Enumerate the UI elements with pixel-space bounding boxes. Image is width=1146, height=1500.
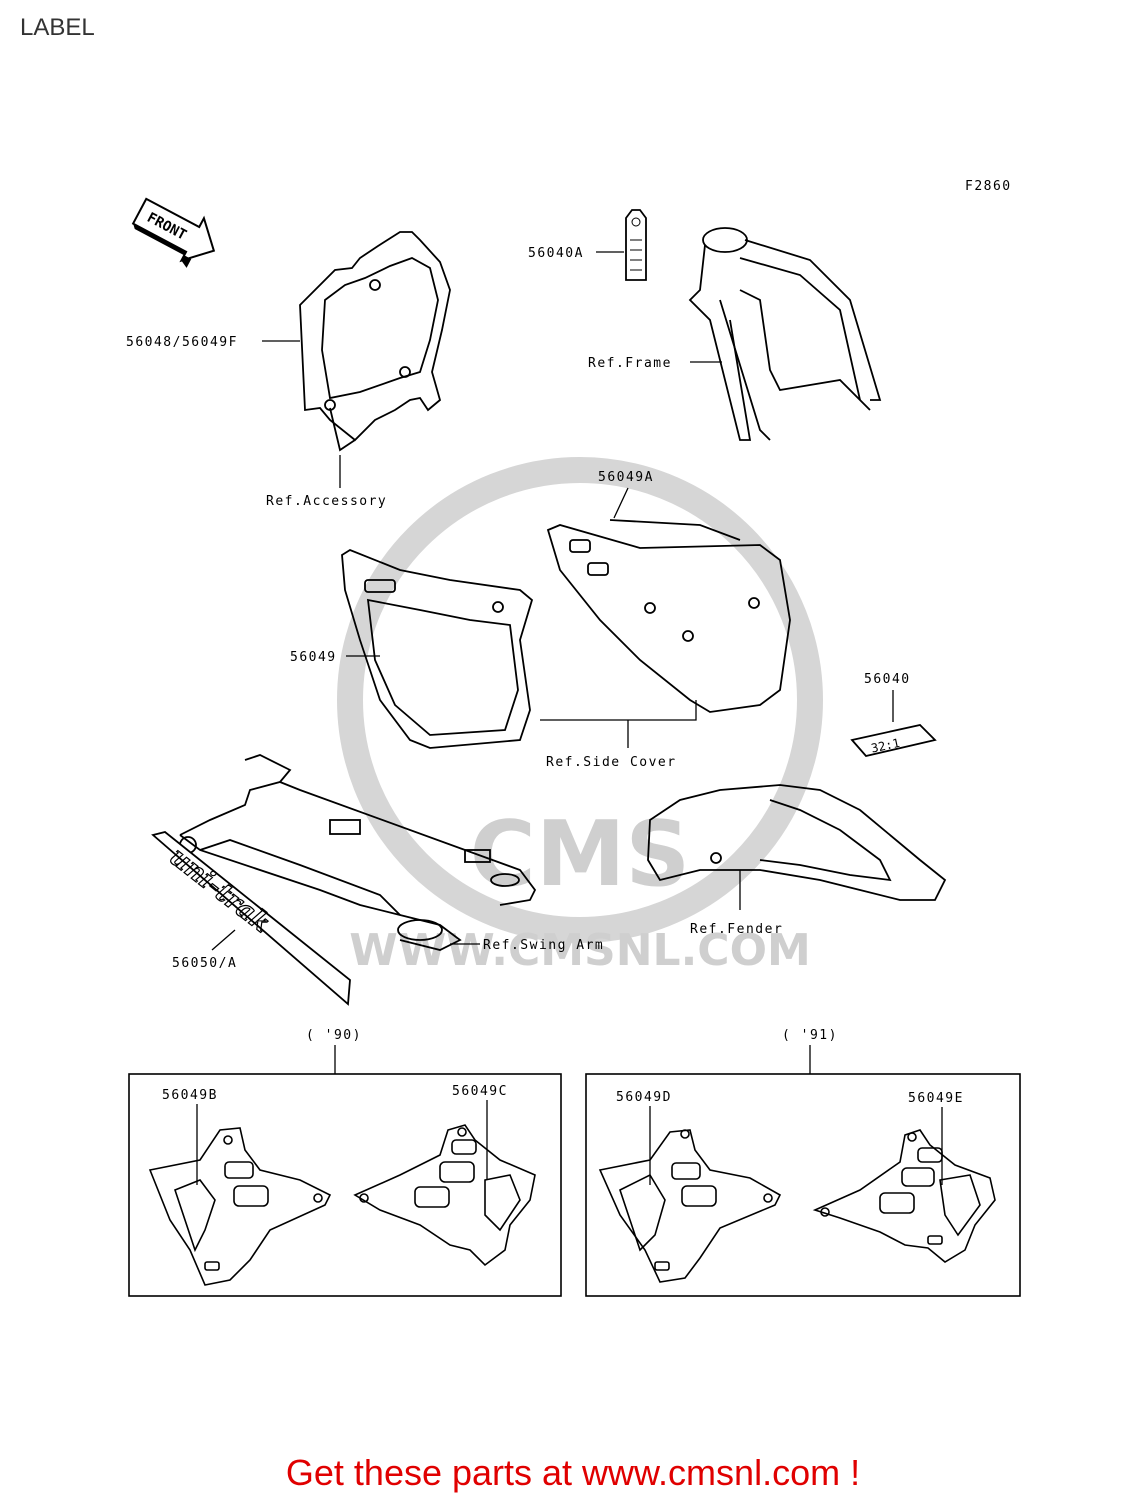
watermark-brand: CMS	[470, 802, 690, 907]
shroud-56049E	[812, 1129, 996, 1263]
callout-56050-A: 56050/A	[172, 956, 237, 971]
tag-sticker	[625, 209, 647, 281]
callout-56049B: 56049B	[162, 1088, 218, 1103]
callout-ref-side-cover: Ref.Side Cover	[546, 755, 677, 770]
fender	[647, 784, 947, 901]
number-plate	[299, 231, 451, 452]
year-label-90: ( '90)	[306, 1028, 362, 1043]
callout-ref-frame: Ref.Frame	[588, 356, 672, 371]
year-label-91: ( '91)	[782, 1028, 838, 1043]
variant-box-91	[585, 1073, 1021, 1297]
figure-code: F2860	[965, 179, 1012, 194]
swing-arm	[179, 754, 537, 951]
callout-56049A: 56049A	[598, 470, 654, 485]
variant-box-90	[128, 1073, 562, 1297]
callout-56048-56049F: 56048/56049F	[126, 335, 238, 350]
front-arrow: FRONT	[131, 197, 216, 268]
callout-ref-fender: Ref.Fender	[690, 922, 783, 937]
callout-56040A: 56040A	[528, 246, 584, 261]
callout-56049: 56049	[290, 650, 337, 665]
frame	[688, 227, 882, 441]
side-cover-right	[546, 519, 791, 713]
watermark: CMS WWW.CMSNL.COM	[337, 457, 823, 976]
callout-ref-accessory: Ref.Accessory	[266, 494, 387, 509]
callout-56049E: 56049E	[908, 1091, 964, 1106]
ratio-sticker-text: 32:1	[870, 736, 901, 756]
callout-56049C: 56049C	[452, 1084, 508, 1099]
shroud-56049B	[148, 1127, 332, 1286]
side-cover-left	[341, 548, 534, 749]
ratio-sticker: 32:1	[850, 724, 937, 757]
uni-trak-decal: uni-trak	[151, 831, 351, 1006]
shroud-56049C	[353, 1124, 536, 1267]
footer-promo-link[interactable]: Get these parts at www.cmsnl.com !	[285, 1452, 861, 1493]
callout-56049D: 56049D	[616, 1090, 672, 1105]
callout-ref-swing-arm: Ref.Swing Arm	[483, 938, 604, 953]
callout-56040: 56040	[864, 672, 911, 687]
shroud-56049D	[598, 1129, 782, 1283]
page-title: LABEL	[20, 14, 95, 41]
watermark-url: WWW.CMSNL.COM	[349, 925, 811, 976]
